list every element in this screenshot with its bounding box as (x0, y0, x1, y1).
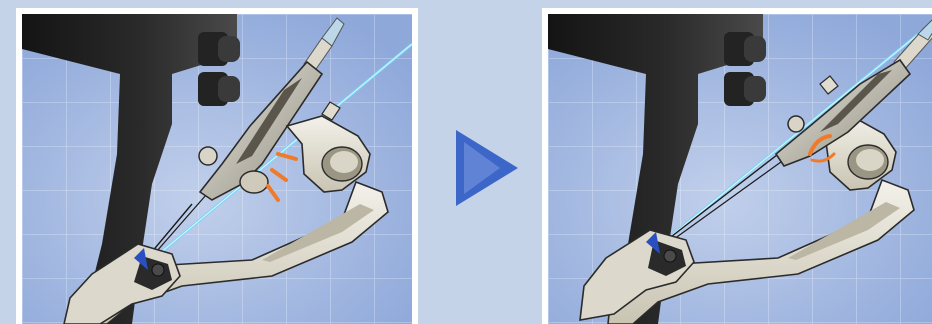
illustration-after (548, 14, 932, 324)
triangle-right-icon (452, 126, 522, 210)
illustration-before (22, 14, 412, 324)
panel-before (16, 8, 418, 324)
panel-after (542, 8, 932, 324)
